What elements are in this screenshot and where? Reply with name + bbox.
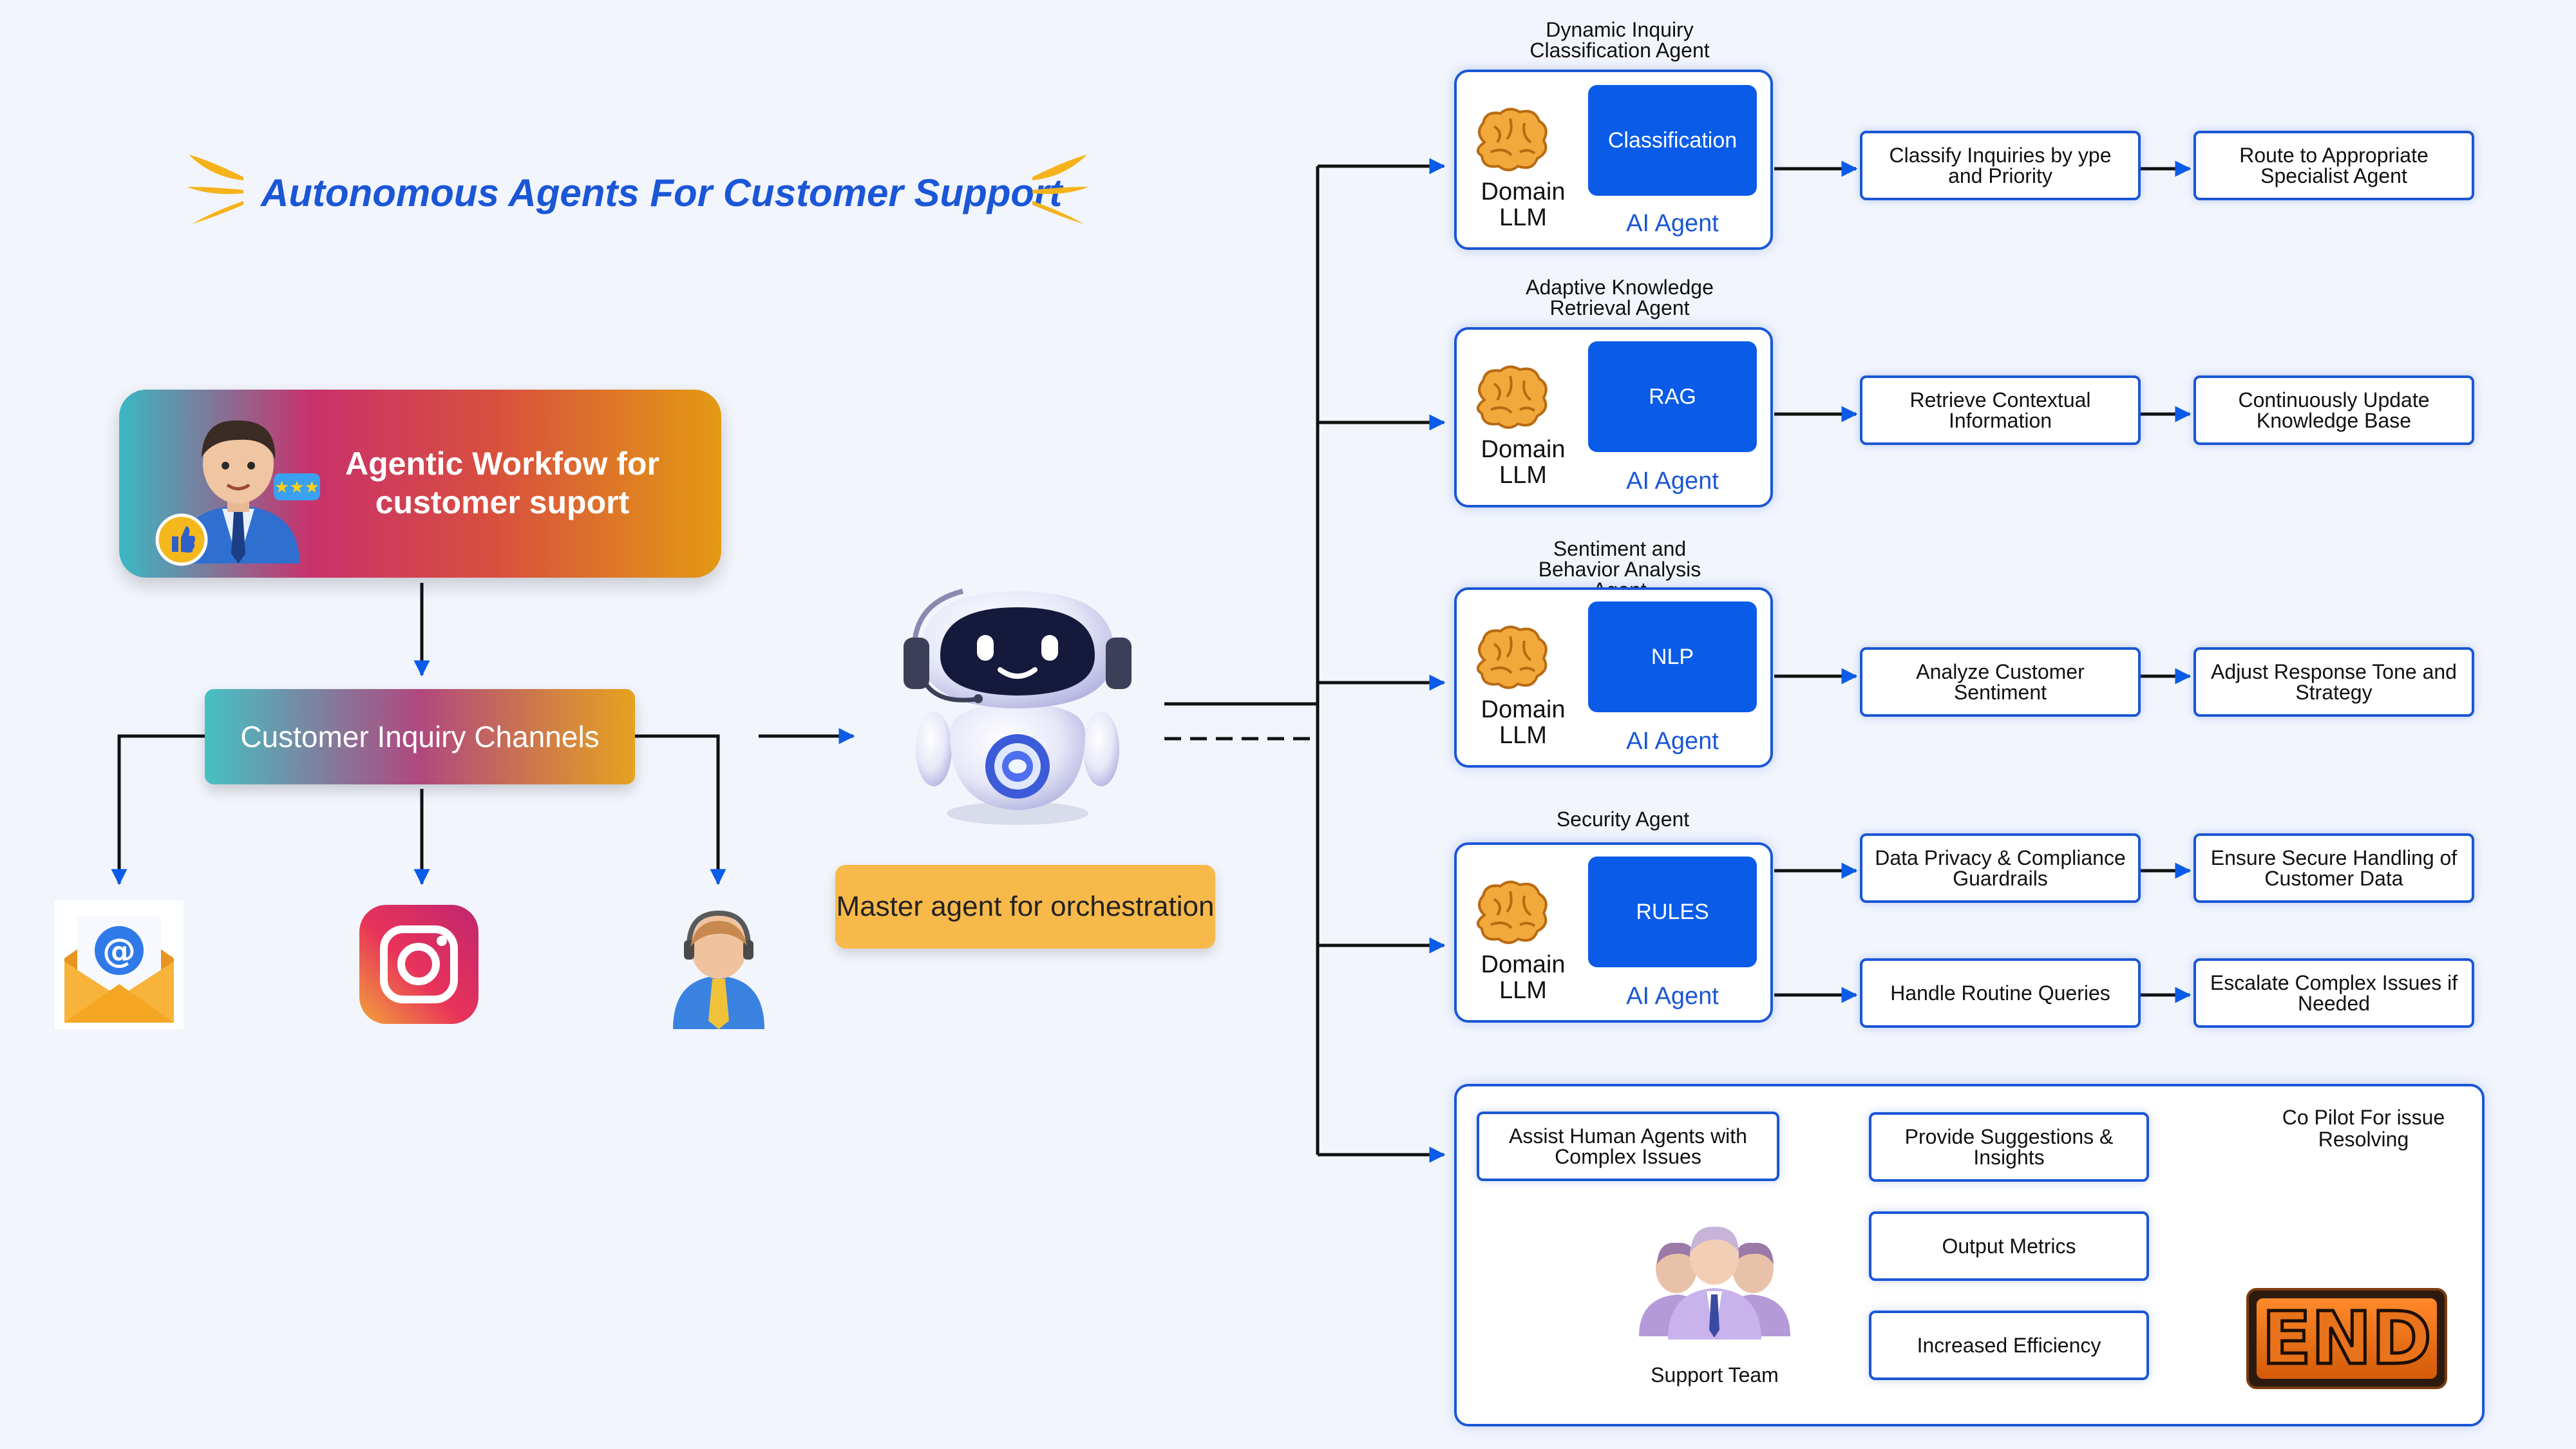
domain-llm-label: Domain LLM — [1481, 178, 1566, 231]
agent-type-tile: RULES — [1588, 857, 1757, 967]
agent-step: Route to Appropriate Specialist Agent — [2193, 131, 2474, 200]
agent-type-tile: RAG — [1588, 341, 1757, 452]
copilot-label: Co Pilot For issue Resolving — [2282, 1106, 2445, 1151]
brain-icon — [1472, 625, 1552, 696]
domain-llm-label: Domain LLM — [1481, 436, 1566, 489]
support-team-label: Support Team — [1651, 1363, 1779, 1387]
brain-icon — [1472, 365, 1552, 435]
ai-agent-label: AI Agent — [1626, 983, 1719, 1010]
assist-human-agents-step: Assist Human Agents with Complex Issues — [1477, 1112, 1779, 1181]
agent-heading: Adaptive Knowledge Retrieval Agent — [1526, 276, 1714, 319]
agent-step: Classify Inquiries by ype and Priority — [1860, 131, 2141, 200]
output-metrics-step: Output Metrics — [1869, 1211, 2149, 1281]
agent-heading: Security Agent — [1556, 808, 1690, 831]
email-icon: @ — [55, 900, 184, 1032]
agent-step: Ensure Secure Handling of Customer Data — [2193, 833, 2474, 903]
ai-agent-label: AI Agent — [1626, 210, 1719, 237]
agent-step: Retrieve Contextual Information — [1860, 375, 2141, 445]
agent-heading: Dynamic Inquiry Classification Agent — [1530, 18, 1710, 62]
ai-agent-label: AI Agent — [1626, 468, 1719, 495]
svg-text:@: @ — [102, 932, 136, 971]
provide-suggestions-step: Provide Suggestions & Insights — [1869, 1112, 2149, 1182]
agent-type-tile: Classification — [1588, 85, 1757, 196]
brain-icon — [1472, 107, 1552, 178]
agent-step: Analyze Customer Sentiment — [1860, 647, 2141, 717]
agent-step: Handle Routine Queries — [1860, 958, 2141, 1028]
master-agent: Master agent for orchestration — [835, 865, 1215, 949]
end-label: END — [2257, 1295, 2437, 1382]
support-team-icon — [1639, 1220, 1790, 1343]
domain-llm-label: Domain LLM — [1481, 951, 1566, 1004]
agent-step: Escalate Complex Issues if Needed — [2193, 958, 2474, 1028]
increased-efficiency-step: Increased Efficiency — [1869, 1311, 2149, 1380]
title-right-decoration — [1029, 155, 1090, 229]
brain-icon — [1472, 880, 1552, 951]
title-left-decoration — [185, 155, 247, 229]
agent-step: Continuously Update Knowledge Base — [2193, 375, 2474, 445]
customer-inquiry-channels: Customer Inquiry Channels — [205, 689, 635, 784]
call-center-agent-icon — [670, 902, 768, 1032]
domain-llm-label: Domain LLM — [1481, 696, 1566, 749]
customer-support-avatar-icon: ★★★ — [151, 402, 325, 570]
svg-text:★★★: ★★★ — [274, 478, 319, 497]
instagram-icon — [359, 905, 478, 1027]
agent-type-tile: NLP — [1588, 601, 1757, 712]
agent-step: Data Privacy & Compliance Guardrails — [1860, 833, 2141, 903]
ai-agent-label: AI Agent — [1626, 728, 1719, 755]
workflow-label: Agentic Workfow for customer suport — [345, 446, 659, 520]
robot-icon — [898, 585, 1137, 836]
page-title: Autonomous Agents For Customer Support — [261, 171, 1063, 214]
end-badge: END — [2246, 1288, 2447, 1389]
agent-step: Adjust Response Tone and Strategy — [2193, 647, 2474, 717]
